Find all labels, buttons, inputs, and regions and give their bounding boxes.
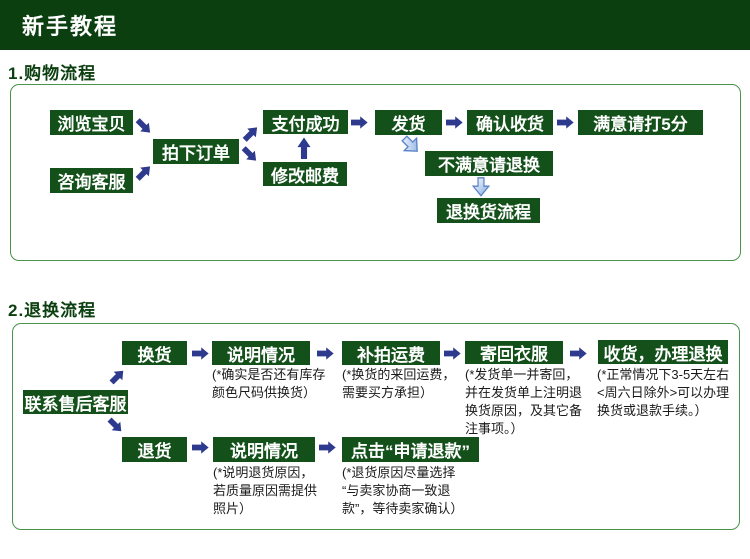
note-receive-handle: (*正常情况下3-5天左右 <周六日除外>可以办理 换货或退款手续。） xyxy=(597,367,730,418)
note-explain-return: (*说明退货原因， 若质量原因需提供 照片） xyxy=(213,465,318,516)
arrow-right-icon xyxy=(317,347,334,360)
glossy-arrow-down-icon xyxy=(472,177,490,197)
note-pay-freight: (*换货的来回运费， 需要买方承担） xyxy=(342,367,456,400)
arrow-right-icon xyxy=(319,441,336,454)
arrow-up-right-icon xyxy=(240,123,262,145)
flow2-node-exchange: 换货 xyxy=(122,341,187,365)
flow1-node-unsatisfied: 不满意请退换 xyxy=(425,151,553,176)
note-apply-refund: (*退货原因尽量选择 “与卖家协商一致退 款”，等待卖家确认） xyxy=(342,465,464,516)
flow1-node-rate-five: 满意请打5分 xyxy=(578,110,703,135)
arrow-down-right-icon xyxy=(133,116,155,138)
section1-heading: 1.购物流程 xyxy=(8,64,97,83)
flow2-node-explain-return: 说明情况 xyxy=(213,437,315,462)
section2-heading: 2.退换流程 xyxy=(8,301,97,320)
flow1-node-confirm-receipt: 确认收货 xyxy=(467,110,553,135)
flow1-node-ship: 发货 xyxy=(375,110,442,135)
arrow-right-icon xyxy=(446,116,463,129)
arrow-right-icon xyxy=(192,347,209,360)
arrow-right-icon xyxy=(570,347,587,360)
page-title: 新手教程 xyxy=(22,14,119,39)
flow1-node-browse: 浏览宝贝 xyxy=(50,110,133,135)
glossy-arrow-down-right-icon xyxy=(397,131,425,159)
flow1-node-modify-postage: 修改邮费 xyxy=(263,162,347,186)
flow1-node-place-order: 拍下订单 xyxy=(153,139,239,164)
arrow-right-icon xyxy=(192,441,209,454)
flow2-node-pay-freight: 补拍运费 xyxy=(342,341,440,365)
arrow-up-icon xyxy=(297,137,311,159)
arrow-down-right-icon xyxy=(239,144,261,166)
flow2-node-return-goods: 退货 xyxy=(122,437,187,462)
arrow-right-icon xyxy=(557,116,574,129)
flow1-node-consult: 咨询客服 xyxy=(50,168,133,193)
note-explain-exchange: (*确实是否还有库存 颜色尺码供换货） xyxy=(212,367,326,400)
flow1-node-return-process: 退换货流程 xyxy=(437,198,540,223)
arrow-up-right-icon xyxy=(107,366,128,387)
flow2-node-receive-handle: 收货，办理退换 xyxy=(598,340,728,364)
flow2-node-explain-exchange: 说明情况 xyxy=(212,341,310,365)
arrow-down-right-icon xyxy=(105,415,126,436)
flow1-node-pay-success: 支付成功 xyxy=(263,110,348,134)
arrow-right-icon xyxy=(351,116,368,129)
arrow-up-right-icon xyxy=(133,162,155,184)
flow2-node-contact-service: 联系售后客服 xyxy=(23,390,128,414)
flow2-node-send-back: 寄回衣服 xyxy=(465,341,563,364)
note-send-back: (*发货单一并寄回， 并在发货单上注明退 换货原因，及其它备 注事项。） xyxy=(465,367,583,436)
flow2-node-apply-refund: 点击“申请退款” xyxy=(342,437,479,462)
header-bar: 新手教程 xyxy=(0,0,750,50)
arrow-right-icon xyxy=(444,347,461,360)
